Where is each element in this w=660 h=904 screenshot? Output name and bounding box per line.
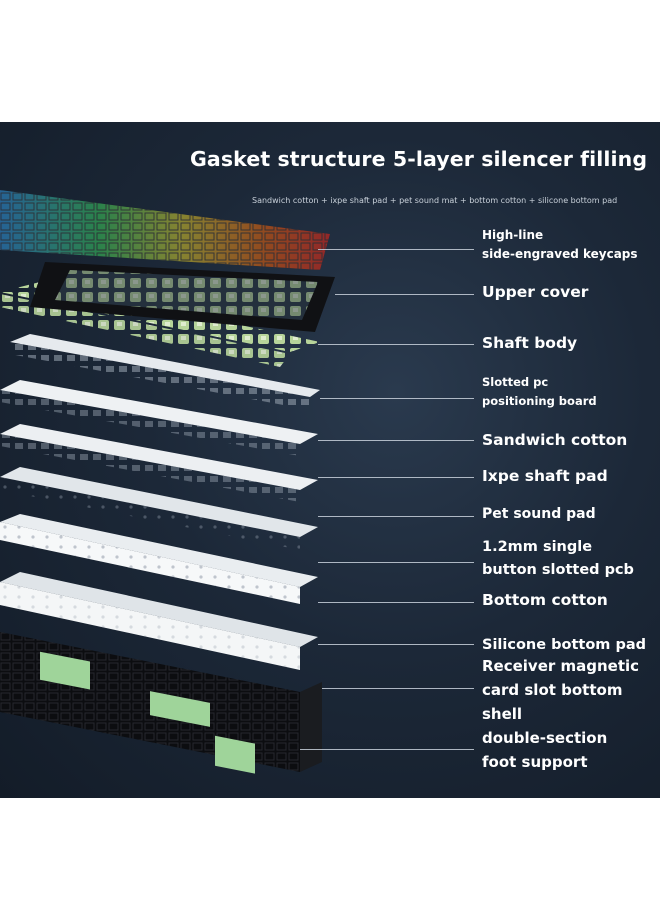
leader-line-upper-cover: [335, 294, 474, 295]
exploded-keyboard-illustration: [0, 190, 335, 774]
leader-line-positioning-board: [320, 398, 474, 399]
leader-line-keycaps: [318, 249, 474, 250]
label-sandwich-cotton: Sandwich cotton: [482, 431, 628, 449]
infographic-title: Gasket structure 5-layer silencer fillin…: [190, 147, 648, 171]
product-infographic-panel: Gasket structure 5-layer silencer fillin…: [0, 122, 660, 798]
leader-line-bottom-cotton: [318, 602, 474, 603]
leader-line-silicone-pad: [318, 644, 474, 645]
label-foot-support: double-section foot support: [482, 729, 608, 771]
infographic-subtitle: Sandwich cotton + ixpe shaft pad + pet s…: [252, 196, 618, 205]
label-upper-cover: Upper cover: [482, 283, 589, 301]
keycaps-layer: [0, 190, 330, 270]
leader-line-sandwich-cotton: [318, 440, 474, 441]
label-bottom-cotton: Bottom cotton: [482, 591, 608, 609]
label-pcb: 1.2mm single button slotted pcb: [482, 539, 634, 578]
leader-line-foot-support: [300, 749, 474, 750]
label-ixpe-pad: Ixpe shaft pad: [482, 467, 608, 485]
leader-line-pcb: [318, 562, 474, 563]
label-pet-pad: Pet sound pad: [482, 506, 596, 522]
label-keycaps: High-line side-engraved keycaps: [482, 228, 638, 261]
label-shaft-body: Shaft body: [482, 334, 578, 352]
label-silicone-pad: Silicone bottom pad: [482, 637, 646, 653]
leader-line-bottom-shell: [322, 688, 474, 689]
label-positioning-board: Slotted pc positioning board: [482, 375, 597, 408]
label-bottom-shell: Receiver magnetic card slot bottom shell: [482, 657, 640, 723]
leader-line-shaft-body: [318, 344, 474, 345]
leader-line-pet-pad: [318, 516, 474, 517]
bottom-shell-layer: [0, 632, 322, 774]
leader-line-ixpe-pad: [318, 477, 474, 478]
